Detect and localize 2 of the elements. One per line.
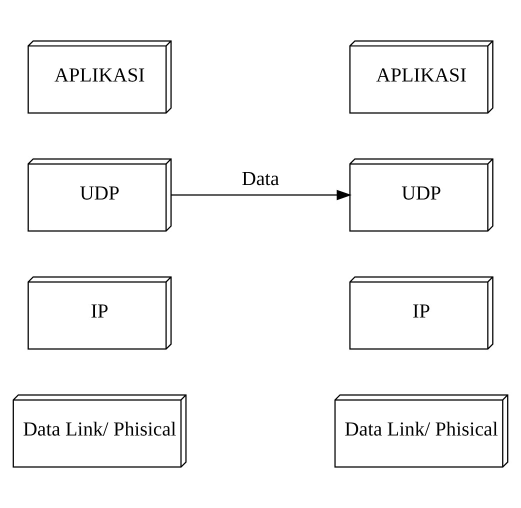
arrow	[171, 190, 352, 200]
edge-label: Data	[242, 168, 280, 190]
